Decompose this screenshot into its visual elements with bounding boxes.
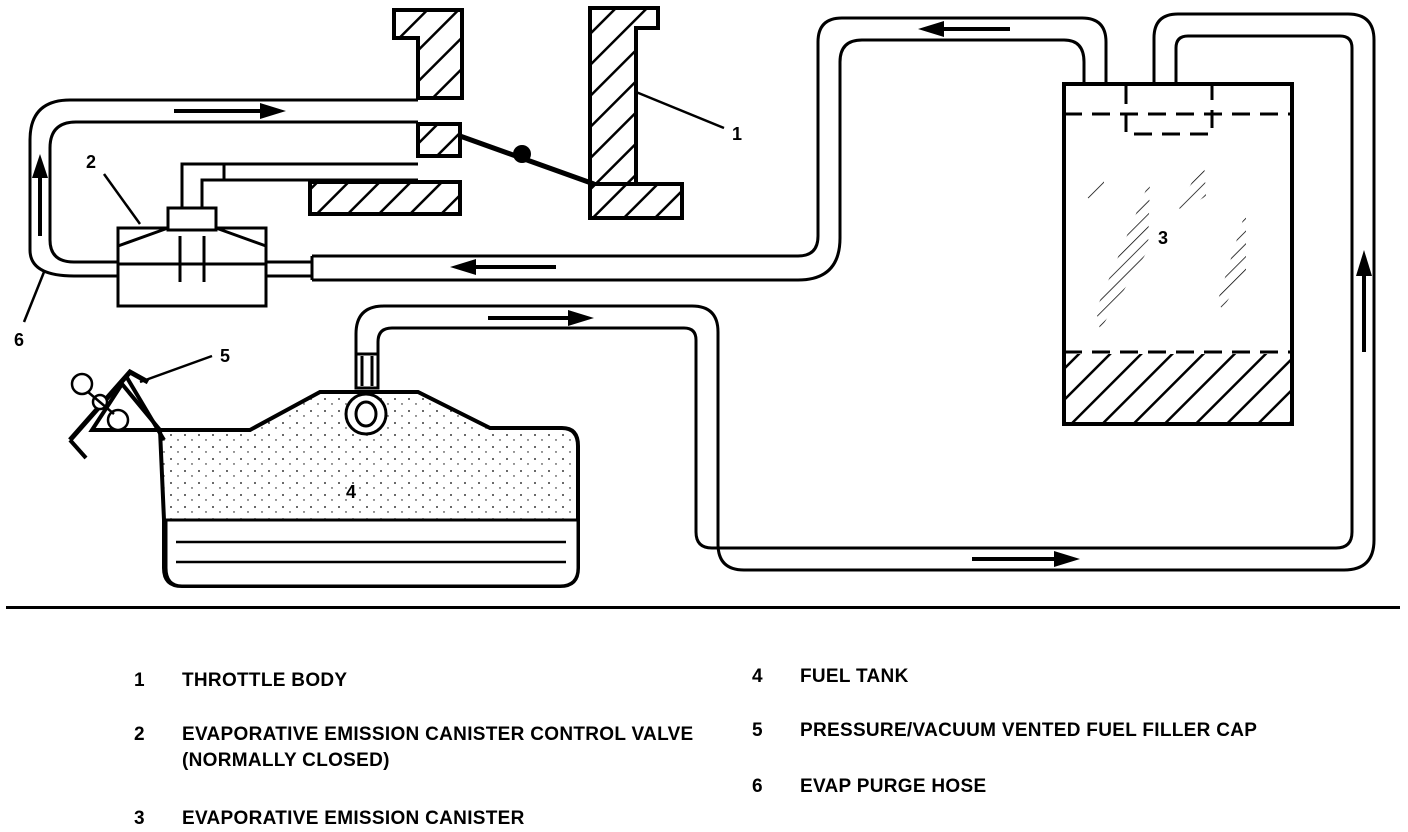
callout-1: 1 — [732, 124, 742, 144]
flow-arrow-left-top — [918, 21, 1010, 37]
leader-1 — [635, 90, 725, 130]
callout-3: 3 — [1158, 228, 1168, 248]
legend-number: 1 — [134, 670, 145, 691]
legend-number: 3 — [134, 808, 145, 829]
callout-4: 4 — [346, 482, 356, 502]
legend-number: 6 — [752, 776, 763, 797]
fuel-tank — [68, 352, 580, 588]
canister-to-valve-hose — [310, 16, 1108, 282]
legend-text-line2: (NORMALLY CLOSED) — [182, 750, 390, 771]
flow-arrow-up-right — [1356, 250, 1372, 352]
flow-arrow-right-mid — [488, 310, 594, 326]
legend-text: EVAPORATIVE EMISSION CANISTER CONTROL VA… — [182, 724, 694, 745]
legend-text: EVAP PURGE HOSE — [800, 776, 987, 797]
flow-arrow-left-mid — [450, 259, 556, 275]
leader-6 — [22, 271, 46, 323]
throttle-body — [308, 6, 684, 220]
legend-number: 5 — [752, 720, 763, 741]
callout-5: 5 — [220, 346, 230, 366]
canister-control-valve — [74, 162, 418, 308]
flow-arrow-up-left — [32, 154, 48, 236]
evap-purge-hose — [28, 98, 418, 278]
fuel-filler-cap — [70, 372, 130, 432]
legend-text: THROTTLE BODY — [182, 670, 348, 691]
callout-2: 2 — [86, 152, 96, 172]
evap-system-diagram: 1 2 3 4 5 6 — [14, 6, 1376, 588]
legend-text: FUEL TANK — [800, 666, 909, 687]
evap-canister — [1062, 82, 1294, 426]
legend-text: EVAPORATIVE EMISSION CANISTER — [182, 808, 525, 829]
callout-6: 6 — [14, 330, 24, 350]
legend-number: 2 — [134, 724, 145, 745]
flow-arrow-right-bottom — [972, 551, 1080, 567]
legend-number: 4 — [752, 666, 763, 687]
tank-to-canister-hose — [354, 12, 1376, 572]
leader-2 — [102, 173, 142, 225]
legend-text: PRESSURE/VACUUM VENTED FUEL FILLER CAP — [800, 720, 1258, 741]
leader-5 — [139, 354, 213, 384]
divider-line — [6, 606, 1400, 609]
flow-arrow-right-top — [174, 103, 286, 119]
